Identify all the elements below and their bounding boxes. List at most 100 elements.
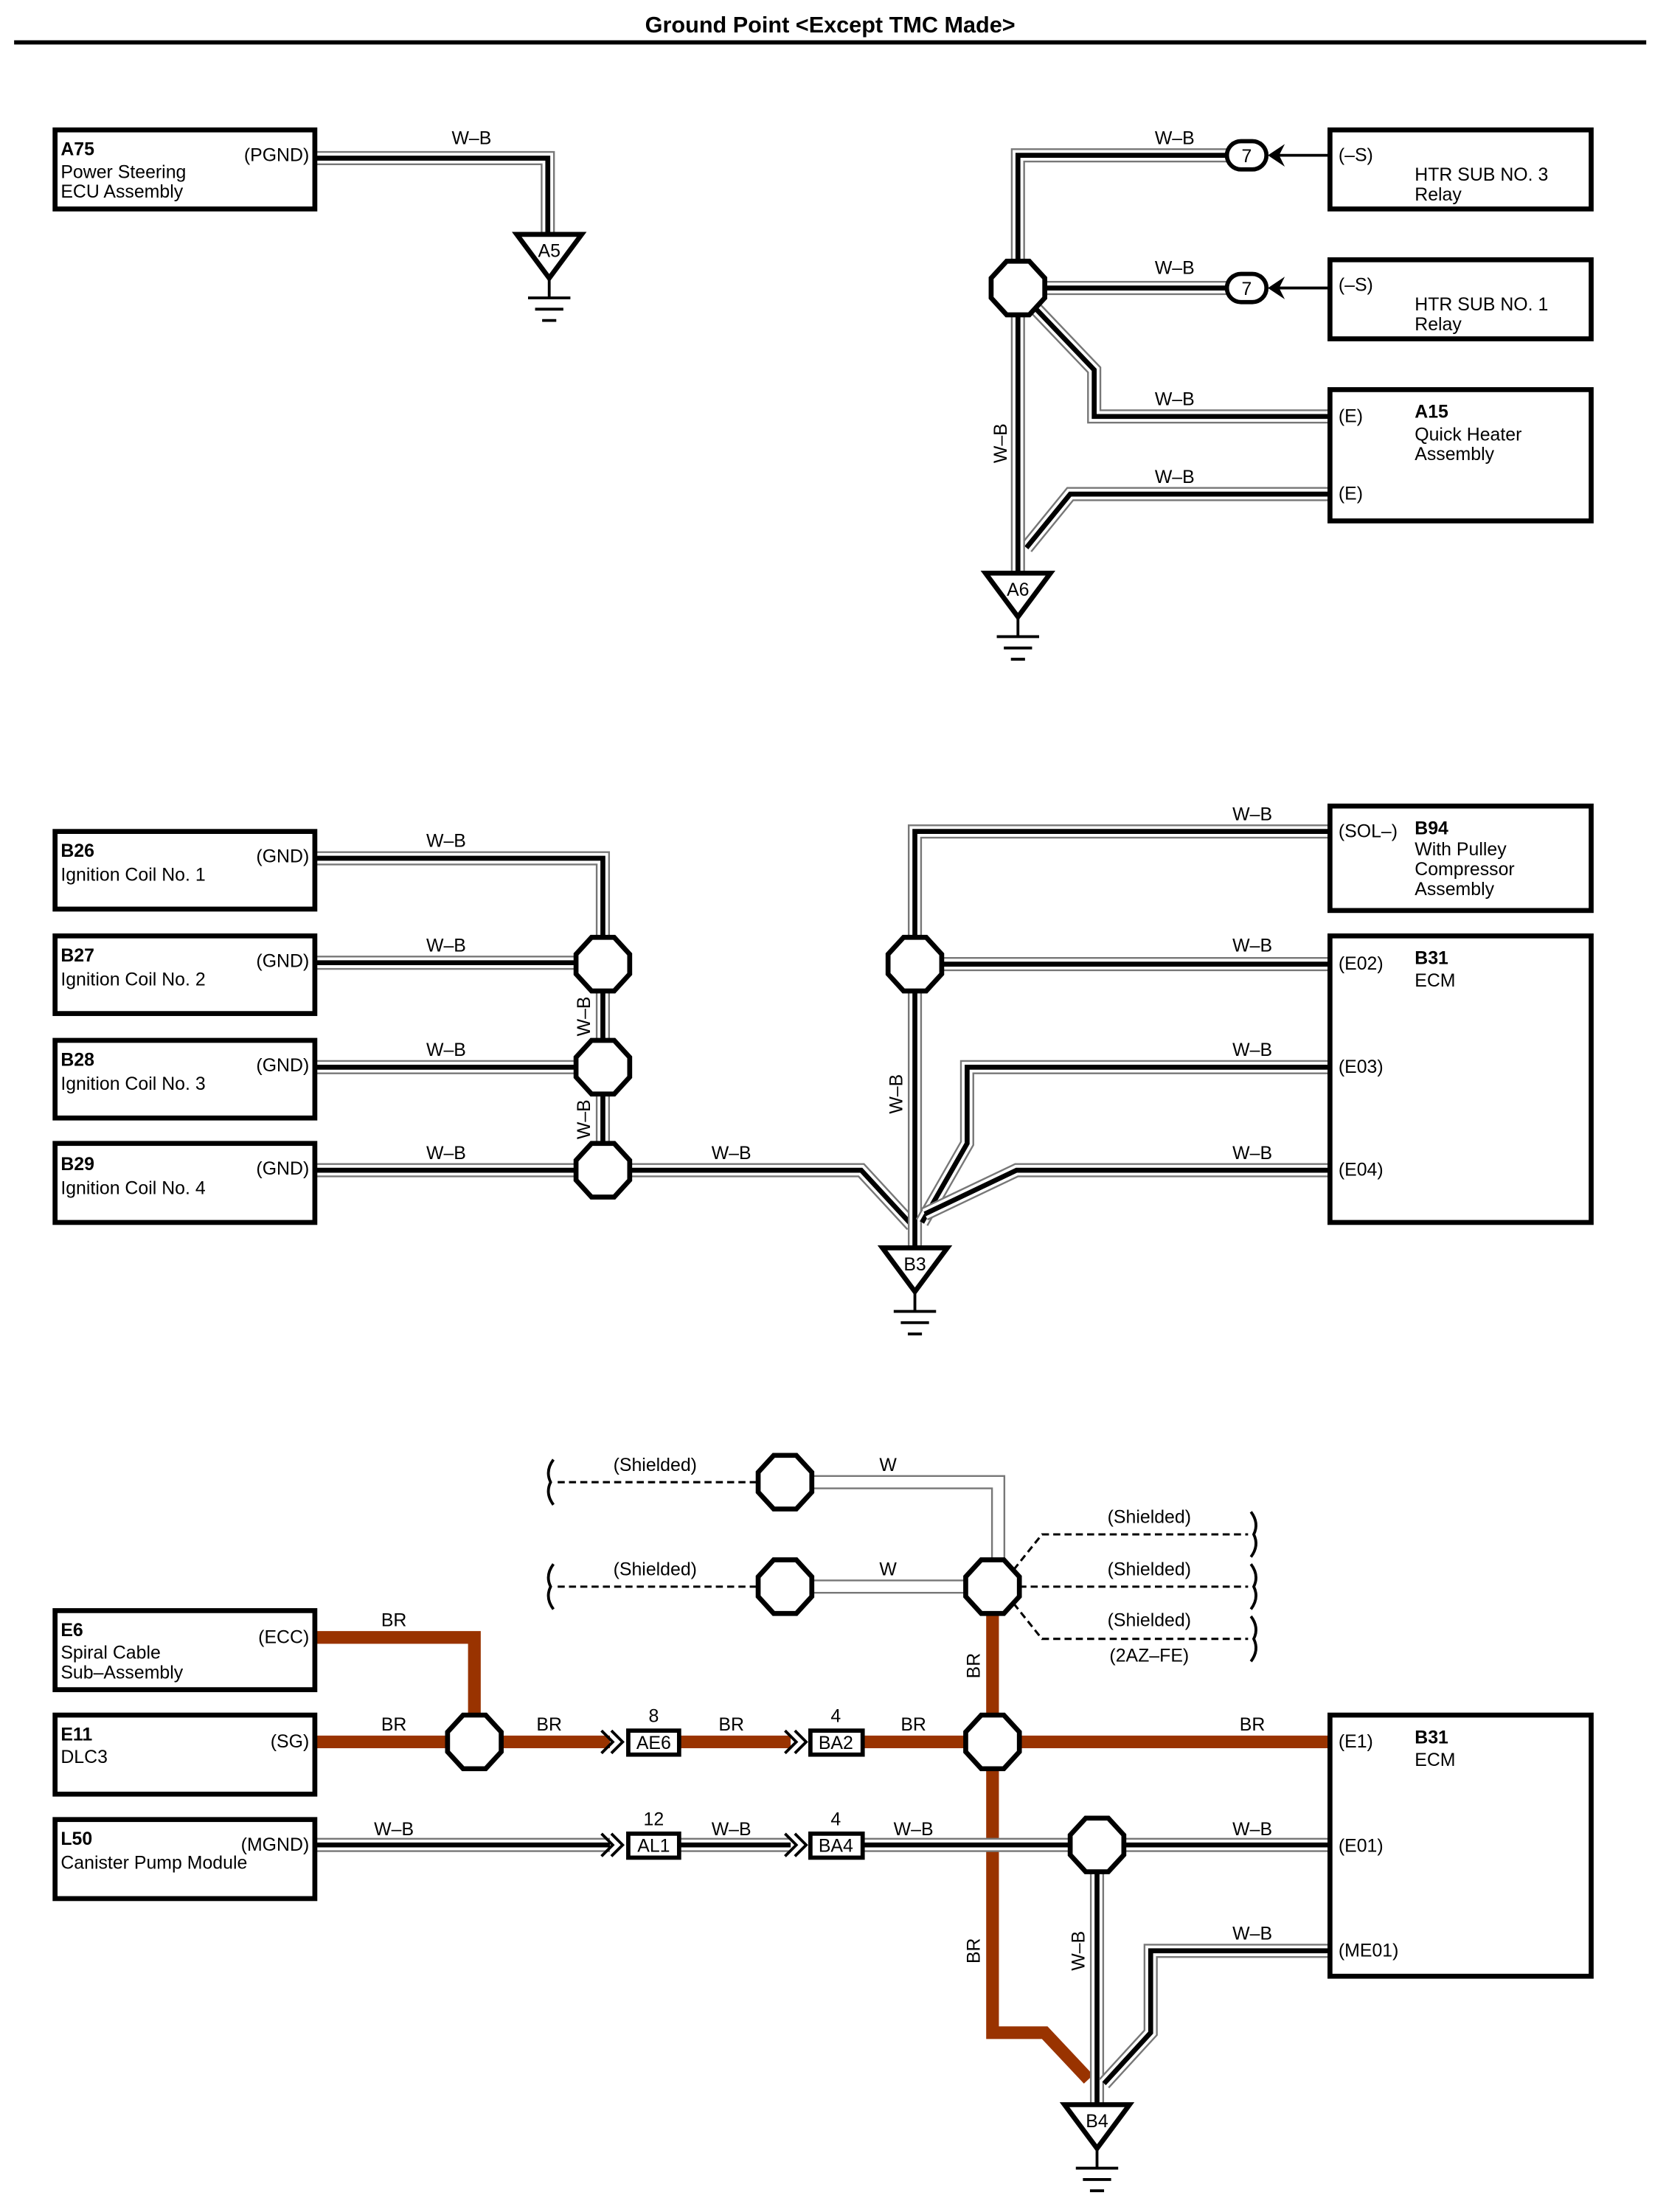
component-code: A75 <box>60 139 94 160</box>
component-code: E6 <box>60 1620 83 1641</box>
ground-point-a5: A5 <box>512 232 587 322</box>
connector-code: AL1 <box>637 1836 670 1857</box>
inline-connector-ba2[interactable]: BA2 4 <box>784 1706 865 1757</box>
component-b31-ecm-lower[interactable]: (E1) (E01) (ME01) B31 ECM <box>1327 1712 1594 1979</box>
wire-fill <box>909 826 1330 938</box>
connector-code: BA4 <box>819 1836 853 1857</box>
inline-connector-ba4[interactable]: BA4 4 <box>784 1809 865 1860</box>
component-b29[interactable]: B29 Ignition Coil No. 4 (GND) <box>52 1141 318 1225</box>
shield-label: (Shielded) <box>614 1559 697 1580</box>
component-a75[interactable]: A75 Power Steering ECU Assembly (PGND) <box>52 127 318 212</box>
splice-point <box>576 937 630 991</box>
shield-label: (Shielded) <box>1108 1507 1191 1528</box>
ground-icon <box>996 616 1040 661</box>
wire-fill <box>314 852 608 938</box>
shield-label: (Shielded) <box>1108 1559 1191 1580</box>
connector-arrow-icon <box>600 1729 625 1755</box>
component-b27[interactable]: B27 Ignition Coil No. 2 (GND) <box>52 933 318 1016</box>
connector-pin: 8 <box>648 1706 659 1727</box>
pin-label: (E02) <box>1339 953 1384 974</box>
wire-color-label: W–B <box>1232 804 1272 824</box>
pin-label: (ECC) <box>258 1627 309 1647</box>
component-b94[interactable]: (SOL–) B94 With Pulley Compressor Assemb… <box>1327 803 1594 914</box>
component-name: Ignition Coil No. 2 <box>60 969 205 990</box>
component-htr-sub-1-relay[interactable]: (–S) HTR SUB NO. 1 Relay <box>1327 257 1594 341</box>
component-name: Ignition Coil No. 3 <box>60 1074 205 1094</box>
wire-color-label: W–B <box>374 1819 414 1840</box>
pin-label: (GND) <box>256 950 309 971</box>
ground-point-b3: B3 <box>877 1245 953 1336</box>
outline-shape <box>1327 1712 1594 1979</box>
ground-point-b4: B4 <box>1059 2102 1135 2193</box>
splice-point <box>965 1559 1019 1613</box>
wire-color-label: W–B <box>712 1819 752 1840</box>
wire-fill <box>811 1477 1004 1562</box>
pin-number: 7 <box>1241 279 1252 299</box>
wire-w-b <box>920 1065 1330 1224</box>
wire-outline <box>907 824 1330 938</box>
component-e6[interactable]: E6 Spiral Cable Sub–Assembly (ECC) <box>52 1608 318 1692</box>
wire-outline <box>1099 1944 1330 2089</box>
brace-icon <box>1249 1615 1257 1663</box>
pin-label: (E1) <box>1339 1731 1373 1752</box>
splice-point <box>576 1144 630 1197</box>
component-name: Ignition Coil No. 4 <box>60 1178 206 1199</box>
ground-label: A6 <box>1007 580 1029 600</box>
connector-arrow-icon <box>600 1832 625 1857</box>
wire-w-b <box>1015 153 1229 268</box>
ground-label: B4 <box>1086 2111 1108 2132</box>
wires-section-1 <box>314 148 1330 574</box>
shielded-wire <box>1013 1533 1249 1571</box>
wire-w-b <box>314 156 551 237</box>
splice-point <box>888 937 942 991</box>
component-l50[interactable]: L50 Canister Pump Module (MGND) <box>52 1817 318 1902</box>
pin-label: (GND) <box>256 1158 309 1179</box>
inline-connector-al1[interactable]: AL1 12 <box>600 1809 681 1860</box>
wire-outline <box>1010 148 1229 268</box>
connector-arrow-icon <box>784 1832 808 1857</box>
wire-color-label: W–B <box>1155 257 1195 278</box>
wire-color-label: BR <box>381 1714 407 1735</box>
outline-shape <box>1224 139 1269 172</box>
brace-icon <box>1249 1511 1257 1558</box>
component-name: Relay <box>1415 184 1462 205</box>
component-b26[interactable]: B26 Ignition Coil No. 1 (GND) <box>52 829 318 912</box>
inline-connector-ae6[interactable]: AE6 8 <box>600 1706 681 1757</box>
component-e11[interactable]: E11 DLC3 (SG) <box>52 1712 318 1797</box>
component-htr-sub-3-relay[interactable]: (–S) HTR SUB NO. 3 Relay <box>1327 127 1594 212</box>
wire-color-label: W–B <box>1232 1143 1272 1164</box>
wire-color-label: W–B <box>1232 1923 1272 1944</box>
wire-color-label: W–B <box>1232 935 1272 956</box>
component-code: B31 <box>1415 948 1448 969</box>
component-name: Sub–Assembly <box>60 1662 183 1683</box>
wire-color-label: W <box>879 1559 897 1580</box>
component-code: B29 <box>60 1154 94 1175</box>
outline-shape <box>808 1832 865 1860</box>
outline-shape <box>877 1245 953 1296</box>
wire-br <box>314 1631 481 1717</box>
component-code: B31 <box>1415 1727 1448 1747</box>
pin-number: 7 <box>1241 146 1252 167</box>
wire-fill <box>314 153 553 237</box>
shield-splice <box>758 1455 812 1509</box>
wire-color-label: W–B <box>1232 1819 1272 1840</box>
outline-shape <box>52 829 318 912</box>
component-name: With Pulley <box>1415 839 1507 860</box>
wire-color-label: BR <box>381 1610 407 1630</box>
outline-shape <box>52 1037 318 1121</box>
wire-color-label: BR <box>964 1653 985 1679</box>
component-a15[interactable]: (E) (E) A15 Quick Heater Assembly <box>1327 387 1594 524</box>
pin-label: (–S) <box>1339 274 1373 295</box>
outline-shape <box>980 570 1055 622</box>
component-code: B94 <box>1415 818 1448 838</box>
wire-color-label: W–B <box>451 128 491 148</box>
component-b28[interactable]: B28 Ignition Coil No. 3 (GND) <box>52 1037 318 1121</box>
pin-label: (E04) <box>1339 1160 1384 1180</box>
component-name: DLC3 <box>60 1747 108 1767</box>
outline-shape <box>1327 257 1594 341</box>
wire-color-label: W–B <box>426 1040 466 1060</box>
pin-label: (E) <box>1339 484 1363 504</box>
component-b31-ecm-upper[interactable]: (E02) (E03) (E04) B31 ECM <box>1327 933 1594 1225</box>
component-name: Assembly <box>1415 444 1494 465</box>
